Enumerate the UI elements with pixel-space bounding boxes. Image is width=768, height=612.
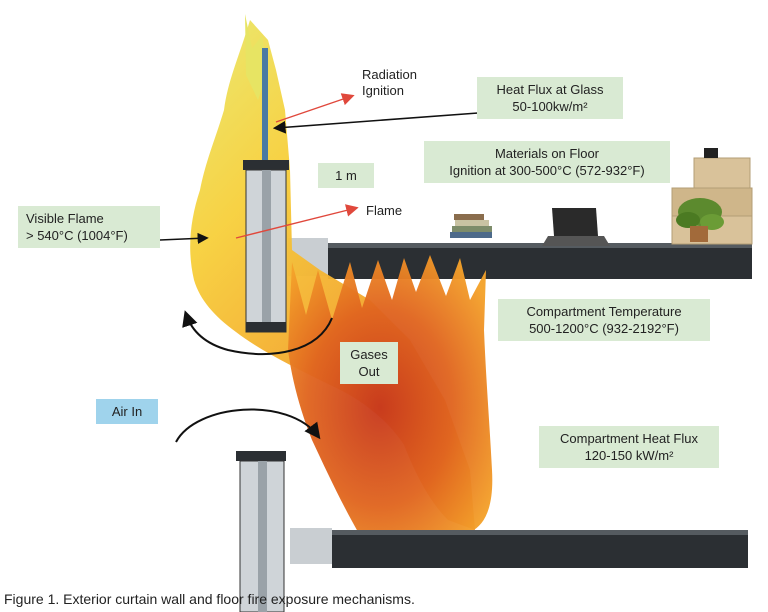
visible-flame-arrow [159,232,209,244]
curtain-wall-upper [243,48,289,333]
radiation-line-1: Radiation [362,67,417,82]
laptop-icon [542,208,610,246]
compartment-flame [288,255,493,532]
one-meter-label: 1 m [318,163,374,188]
gases-out-label: Gases Out [340,342,398,384]
compartment-temp-line-1: Compartment Temperature [526,304,682,319]
heat-flux-glass-line-1: Heat Flux at Glass [496,82,604,97]
materials-line-2: Ignition at 300-500°C (572-932°F) [449,163,645,178]
books-icon [450,214,492,238]
gases-out-line-1: Gases [350,347,388,362]
compartment-heat-flux-label: Compartment Heat Flux 120-150 kW/m² [539,426,719,468]
gases-out-arrow [182,310,333,355]
radiation-line-2: Ignition [362,83,404,98]
compartment-flux-line-1: Compartment Heat Flux [560,431,698,446]
materials-line-1: Materials on Floor [494,146,600,161]
lower-floor-slab [290,528,748,568]
visible-flame-line-2: > 540°C (1004°F) [26,228,128,243]
heat-flux-glass-label: Heat Flux at Glass 50-100kw/m² [477,77,623,119]
curtain-wall-lower [236,451,286,612]
gases-out-line-2: Out [358,364,380,379]
upper-floor-slab [288,238,752,279]
flame-arrow [235,204,359,239]
radiation-ignition-label: Radiation Ignition [362,67,417,99]
compartment-flux-line-2: 120-150 kW/m² [584,448,674,463]
compartment-temp-line-2: 500-1200°C (932-2192°F) [529,321,679,336]
materials-on-floor-label: Materials on Floor Ignition at 300-500°C… [424,141,670,183]
radiation-arrow [275,93,355,123]
heat-flux-arrow [272,112,479,134]
flame-label: Flame [366,203,403,218]
heat-flux-glass-line-2: 50-100kw/m² [512,99,588,114]
visible-flame-line-1: Visible Flame [26,211,104,226]
visible-flame-label: Visible Flame > 540°C (1004°F) [18,206,160,248]
figure-caption: Figure 1. Exterior curtain wall and floo… [4,591,415,607]
air-in-label: Air In [96,399,158,424]
compartment-temperature-label: Compartment Temperature 500-1200°C (932-… [498,299,710,341]
air-in-arrow [175,408,321,443]
plant-icon [676,198,724,242]
